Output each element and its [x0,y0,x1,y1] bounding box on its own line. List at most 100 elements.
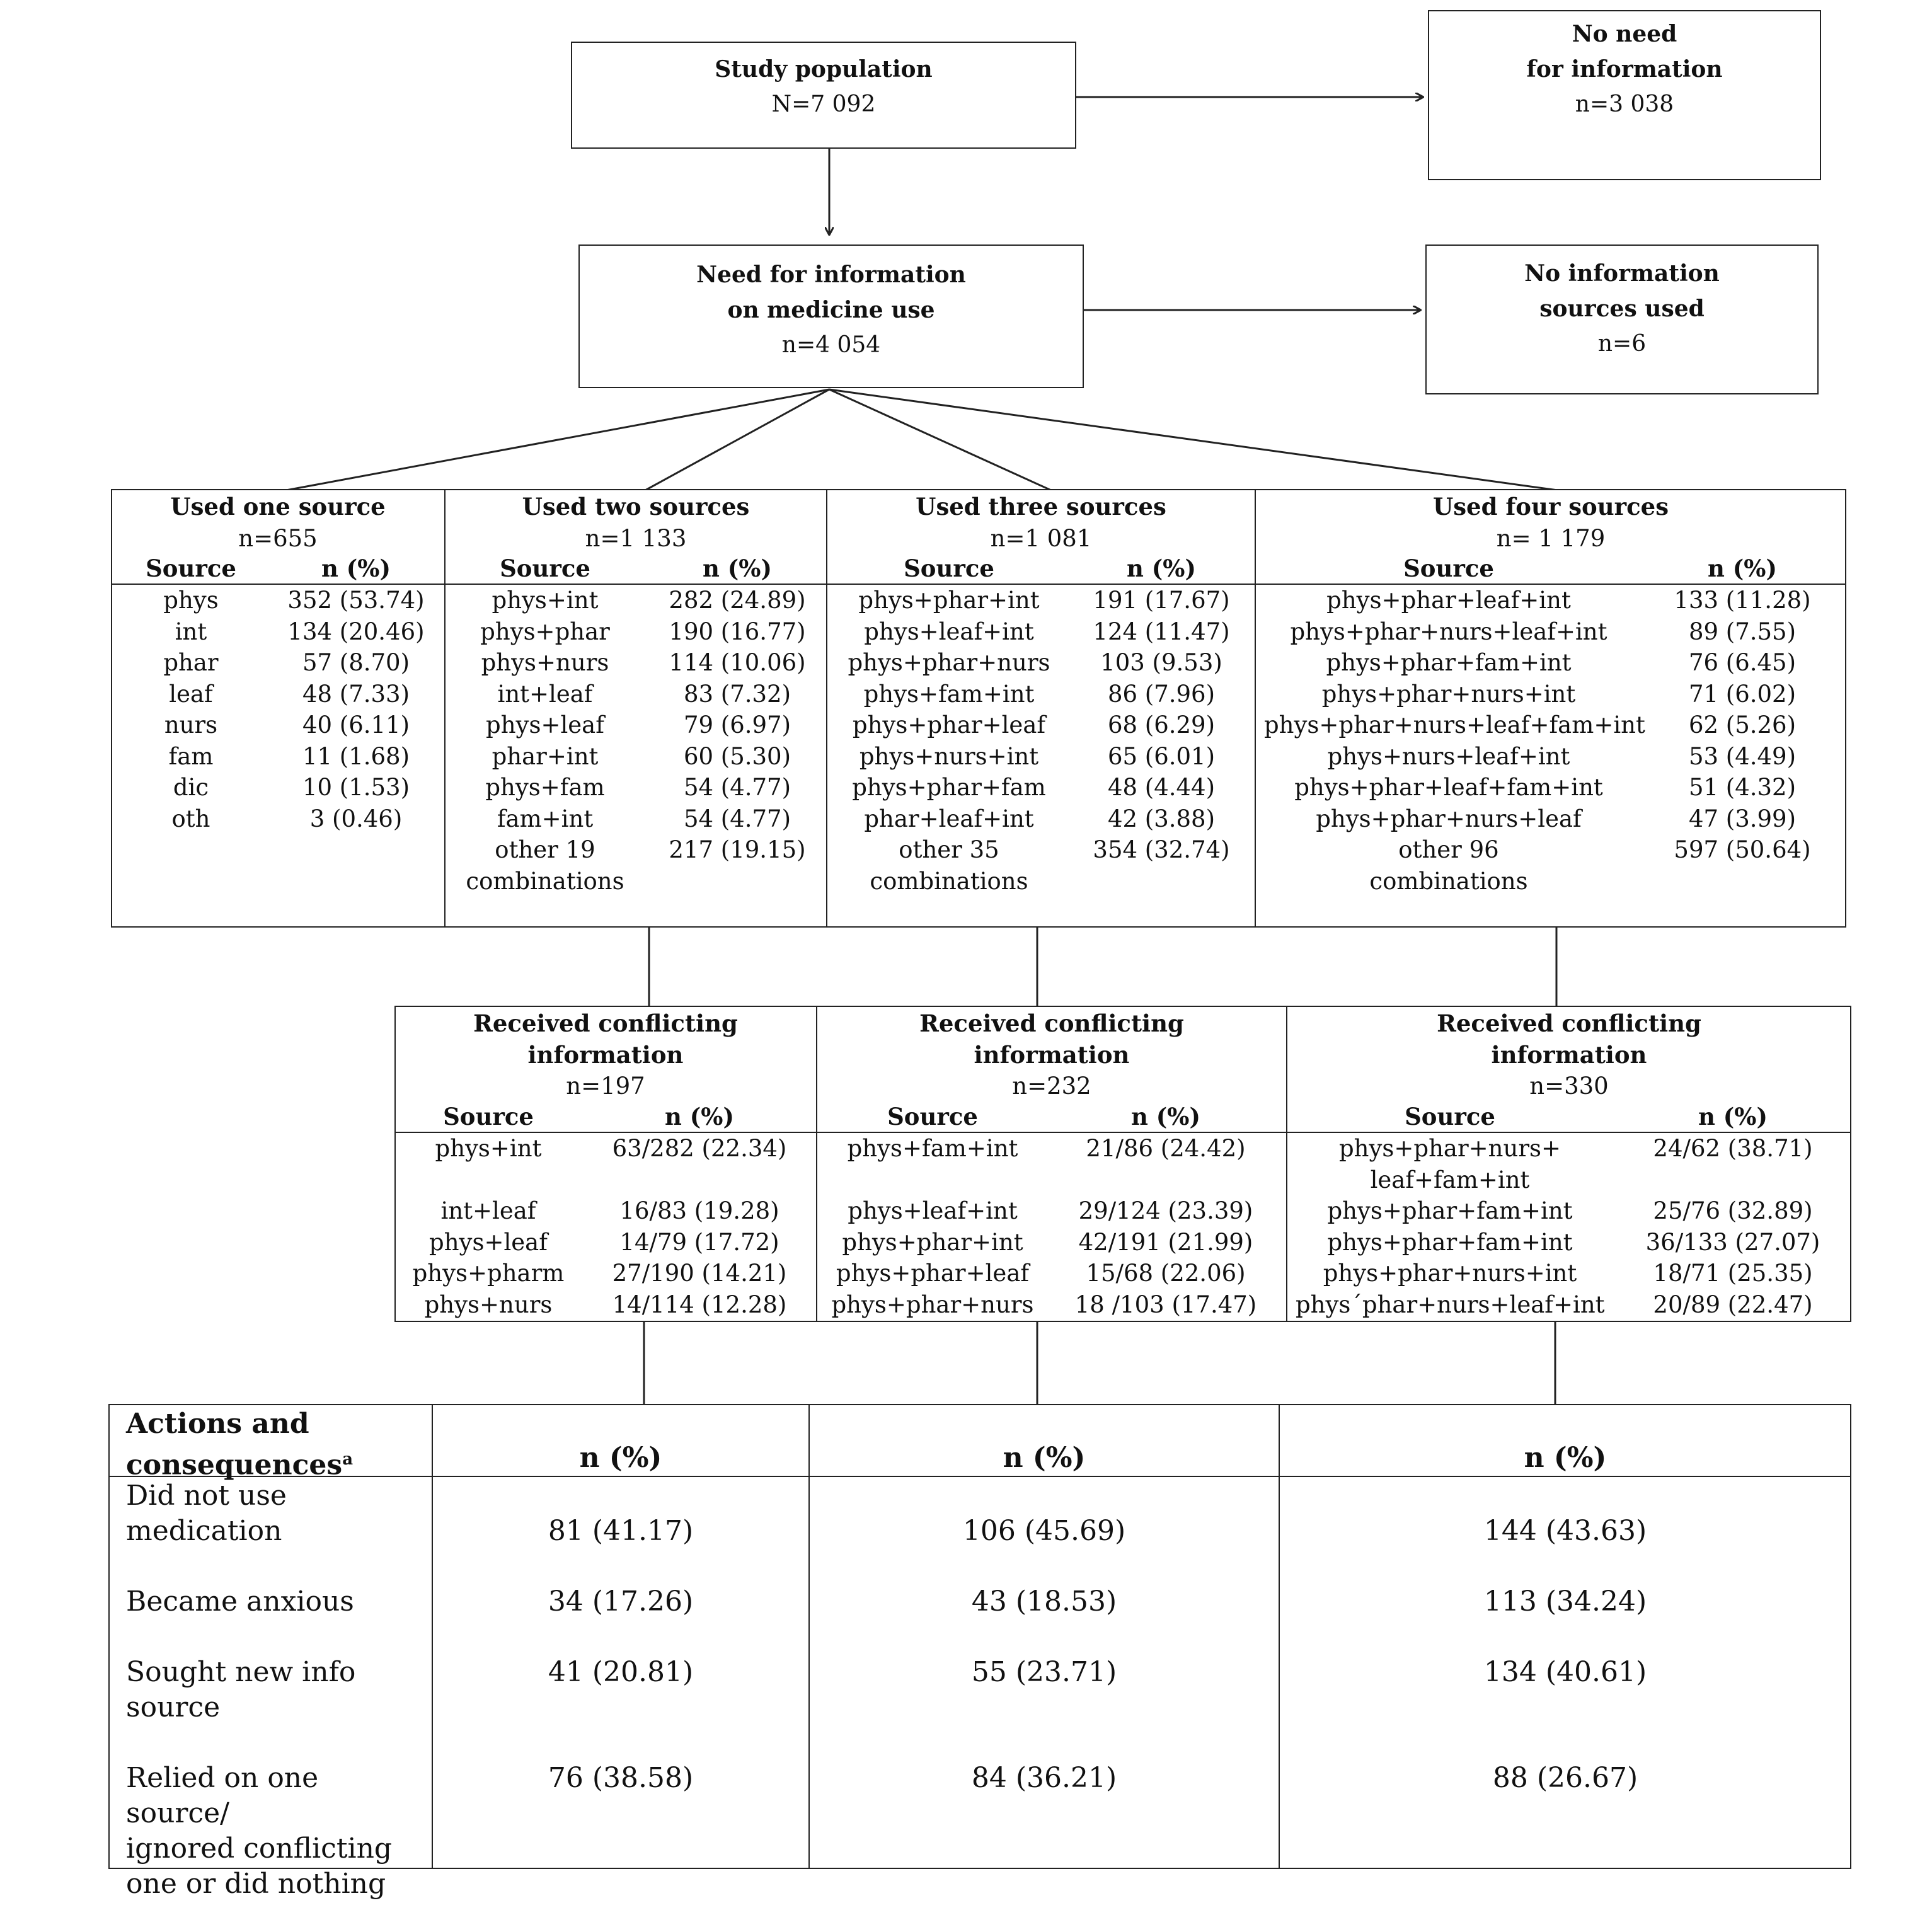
col-header-source: Source [904,555,994,582]
cell-source: combinations [466,867,624,895]
cell-n: 24/62 (38.71) [1653,1135,1813,1162]
action-value: 34 (17.26) [548,1585,694,1618]
cell-source: combinations [1369,867,1528,895]
action-label-line: source [126,1691,221,1723]
group-three-sources: Used three sources n=1 081 [827,492,1255,554]
cell-n: 20/89 (22.47) [1653,1291,1813,1318]
action-value: 43 (18.53) [971,1585,1117,1618]
cell-source: phys+nurs [481,649,609,676]
branch-line-two [645,388,830,492]
cell-source: phys+phar+int [842,1228,1023,1256]
action-label-became-anxious: Became anxious [126,1584,428,1619]
cell-source: other 35 [899,836,999,863]
action-label-relied-on-one: Relied on one source/ ignored conflictin… [126,1761,428,1902]
actions-divider-3 [1279,1404,1280,1869]
conflict-title-2: information [527,1040,684,1069]
actions-divider-2 [808,1404,810,1869]
col-header-n: n (%) [1698,1103,1768,1130]
cell-n: 54 (4.77) [683,805,791,832]
action-label-sought-new-info: Sought new info source [126,1655,428,1725]
action-value: 76 (38.58) [548,1762,694,1794]
cell-source: phys+fam+int [863,680,1035,708]
branch-line-three [829,388,1052,492]
cell-n: 62 (5.26) [1688,711,1797,739]
actions-col-header-1: n (%) [579,1442,662,1474]
conflict-title-1: Received conflicting [473,1009,738,1037]
cell-n: 352 (53.74) [287,587,425,614]
cell-source: int+leaf [497,680,593,708]
conflict-title-2: information [974,1040,1130,1069]
table-row: leaf+fam+int [1296,1164,1848,1196]
cell-n: 48 (4.44) [1107,774,1216,801]
study-population-n: N=7 092 [771,91,876,117]
group-n: n=1 133 [585,524,687,552]
cell-source: other 96 [1398,836,1499,863]
cell-source: phys+nurs [424,1291,553,1318]
cell-source: phys+phar+nurs [831,1291,1034,1318]
need-info-n: n=4 054 [781,332,881,358]
cell-n: 47 (3.99) [1688,805,1797,832]
table-row: combinations [454,866,825,897]
table-row [825,1164,1283,1196]
actions-header-text: consequences [126,1449,343,1481]
cell-n: 25/76 (32.89) [1653,1197,1813,1224]
conflict-group-four: Received conflicting information n=330 [1287,1008,1851,1102]
study-population-box: Study population N=7 092 [571,42,1076,149]
need-information-box: Need for information on medicine use n=4… [578,244,1084,388]
cell-n: 57 (8.70) [302,649,410,676]
cell-n: 282 (24.89) [669,587,806,614]
actions-divider-1 [432,1404,433,1869]
cell-source: phys+int [435,1135,542,1162]
group-title: Used one source [170,493,386,520]
col-header-source: Source [1405,1103,1495,1130]
no-need-title-1: No need [1572,21,1677,47]
cell-n: 354 (32.74) [1093,836,1230,863]
sources-divider-3 [1255,489,1256,928]
cell-source: phys+phar+leaf [852,711,1046,739]
cell-source: int+leaf [440,1197,536,1224]
no-need-title-2: for information [1526,56,1723,83]
cell-source: phys+pharm [412,1260,565,1287]
cell-source: phys+phar+nurs [848,649,1050,676]
action-value: 84 (36.21) [971,1762,1117,1794]
col-header-n: n (%) [1708,555,1777,582]
group-title: Used three sources [916,493,1166,520]
cell-source: phys+leaf+int [848,1197,1018,1224]
actions-table [108,1404,1851,1869]
need-info-title-2: on medicine use [727,297,935,323]
sources-table [111,489,1846,928]
footnote-marker: a [342,1450,354,1469]
table-row [403,1164,813,1196]
cell-n: 27/190 (14.21) [612,1260,787,1287]
conflict-group-three-rows: phys+phar+nurs+24/62 (38.71) leaf+fam+in… [1296,1133,1848,1320]
conflict-title-1: Received conflicting [919,1009,1184,1037]
col-header-source: Source [500,555,590,582]
table-row: phys+phar+nurs+24/62 (38.71) [1296,1133,1848,1164]
cell-n: 21/86 (24.42) [1086,1135,1246,1162]
no-sources-box: No information sources used n=6 [1425,244,1819,394]
table-row: other 35 354 (32.74) [836,834,1251,866]
